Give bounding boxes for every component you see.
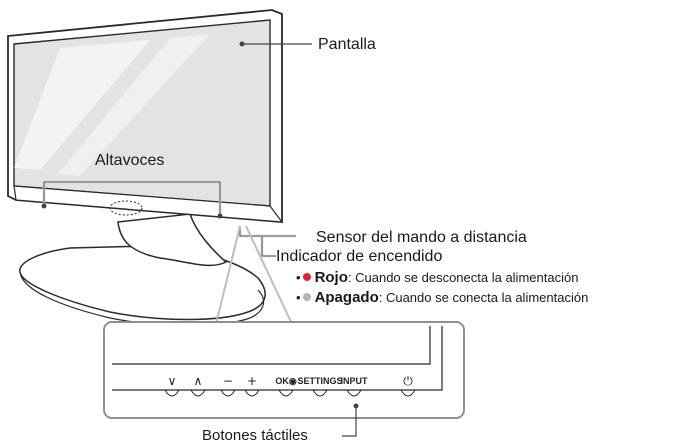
label-power-indicator: Indicador de encendido xyxy=(276,248,443,265)
button-bumps xyxy=(164,389,416,397)
stand-base xyxy=(19,245,266,321)
button-bump xyxy=(346,389,362,397)
button-bump xyxy=(400,389,416,397)
zoom-bezel-edge xyxy=(112,326,443,391)
indicator-state-red: •Rojo: Cuando se desconecta la alimentac… xyxy=(296,269,579,286)
label-remote-sensor: Sensor del mando a distancia xyxy=(316,229,527,246)
screen-glare xyxy=(14,40,150,170)
button-bump xyxy=(244,389,260,397)
label-screen: Pantalla xyxy=(318,36,376,53)
button-bump xyxy=(312,389,328,397)
callout-line-touch-buttons xyxy=(342,406,357,437)
chevron-up-icon[interactable]: ∧ xyxy=(194,374,203,388)
stand-neck xyxy=(117,213,228,267)
button-bump xyxy=(220,389,236,397)
zoom-panel xyxy=(103,321,465,419)
input-text[interactable]: INPUT xyxy=(341,376,369,386)
plus-icon[interactable]: + xyxy=(247,374,257,388)
ok-button-icon[interactable]: OK◉ xyxy=(275,376,297,386)
red-dot-icon xyxy=(302,273,311,281)
settings-text[interactable]: SETTINGS xyxy=(297,376,342,386)
button-bump xyxy=(164,389,180,397)
callout-line-power-indicator xyxy=(260,236,276,258)
label-speakers: Altavoces xyxy=(95,152,165,169)
gray-dot-icon xyxy=(302,293,311,301)
zoom-line-left xyxy=(215,225,241,325)
zoom-line-right xyxy=(245,225,293,325)
remote-sensor-area xyxy=(109,200,143,216)
screen-glare-2 xyxy=(58,34,210,176)
minus-icon[interactable]: − xyxy=(223,374,233,388)
button-bump xyxy=(278,389,294,397)
button-bump xyxy=(190,389,206,397)
bottom-bezel xyxy=(13,185,284,223)
label-touch-buttons: Botones táctiles xyxy=(202,427,308,444)
chevron-down-icon[interactable]: ∨ xyxy=(168,374,177,388)
power-icon[interactable]: ⏻ xyxy=(403,374,413,388)
indicator-state-off: •Apagado: Cuando se conecta la alimentac… xyxy=(296,289,589,306)
